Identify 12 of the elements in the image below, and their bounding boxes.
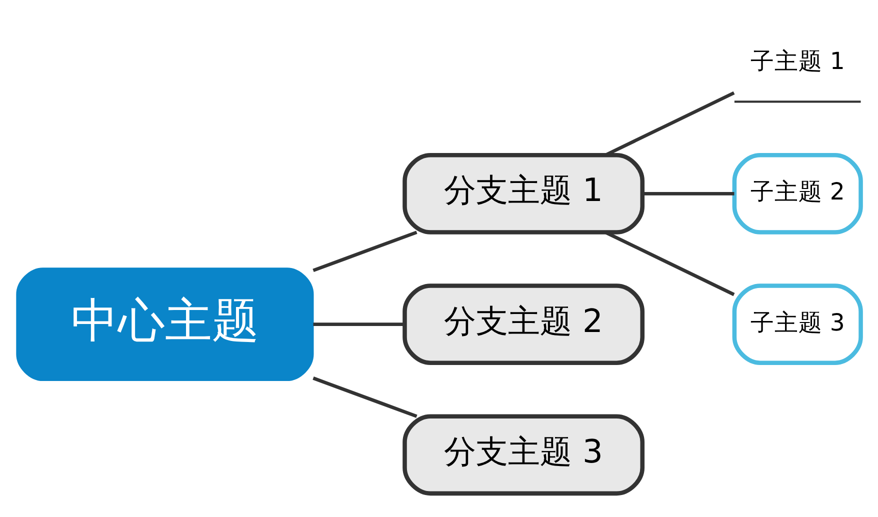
node-box: 分支主题 3 [402, 414, 645, 496]
connector [313, 322, 404, 326]
connector [642, 191, 734, 195]
connector [312, 376, 418, 418]
node-box: 子主题 3 [732, 283, 863, 364]
node-text: 子主题 1 [750, 46, 845, 75]
node-box: 分支主题 2 [402, 283, 645, 364]
connector [312, 230, 418, 272]
node-box: 中心主题 [16, 267, 314, 381]
node-box: 分支主题 1 [402, 152, 645, 234]
connector [605, 90, 735, 156]
node-box: 子主题 2 [732, 152, 863, 234]
